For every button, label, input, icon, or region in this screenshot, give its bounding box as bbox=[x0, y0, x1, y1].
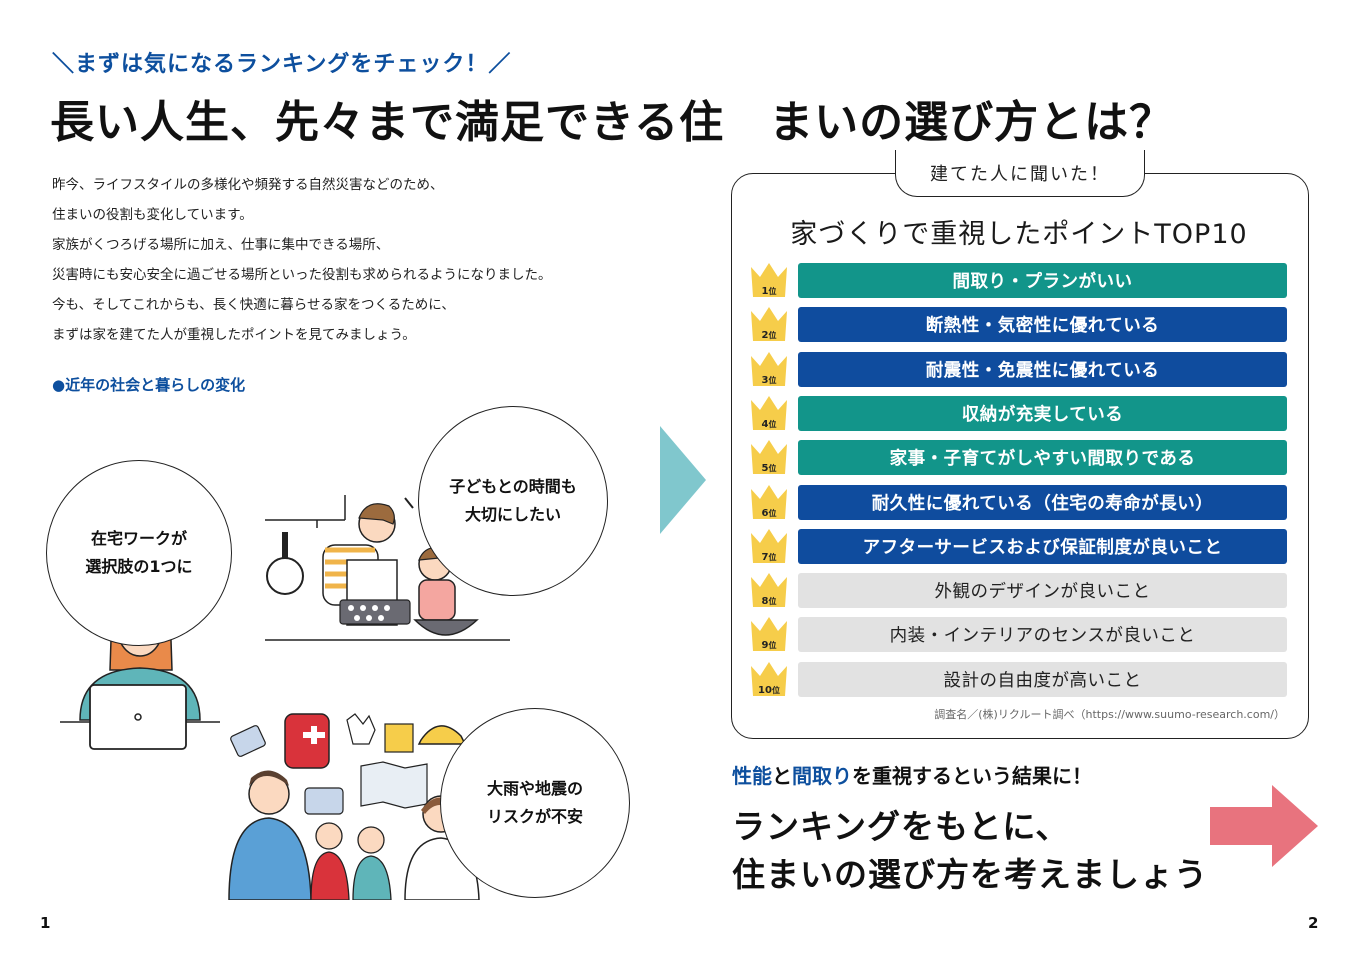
rank-number: 9位 bbox=[748, 640, 790, 651]
bubble-disaster-risk: 大雨や地震の リスクが不安 bbox=[440, 708, 630, 898]
disaster-family-illustration bbox=[228, 713, 480, 900]
intro-line: 家族がくつろげる場所に加え、仕事に集中できる場所、 bbox=[52, 237, 390, 253]
rank-crown-icon: 9位 bbox=[748, 613, 790, 653]
bubble-text-line: 在宅ワークが bbox=[90, 529, 187, 548]
ranking-row: 間取り・プランがいい bbox=[798, 263, 1287, 298]
rank-crown-icon: 5位 bbox=[748, 436, 790, 476]
ranking-row-label: 断熱性・気密性に優れている bbox=[925, 316, 1160, 337]
rank-crown-icon: 3位 bbox=[748, 348, 790, 388]
rank-number: 3位 bbox=[748, 375, 790, 386]
result-line: 性能と間取りを重視するという結果に！ bbox=[732, 760, 1092, 789]
rank-number-value: 4 bbox=[761, 418, 769, 430]
rank-number-value: 8 bbox=[761, 596, 769, 608]
rank-number-value: 3 bbox=[761, 374, 769, 386]
result-highlight: 間取り bbox=[792, 764, 852, 788]
source-note: 調査名／(株)リクルート調べ（https://www.suumo-researc… bbox=[934, 708, 1285, 721]
rank-suffix: 位 bbox=[768, 641, 777, 651]
rank-suffix: 位 bbox=[768, 287, 777, 296]
rank-number: 5位 bbox=[748, 463, 790, 474]
bubble-remote-work: 在宅ワークが 選択肢の1つに bbox=[46, 460, 232, 646]
rank-crown-icon: 10位 bbox=[748, 658, 790, 698]
rank-number: 6位 bbox=[748, 508, 790, 519]
rank-number-value: 6 bbox=[761, 507, 769, 519]
rank-number-value: 5 bbox=[761, 463, 769, 475]
ranking-row: 家事・子育てがしやすい間取りである bbox=[798, 440, 1287, 476]
bubble-text-line: 大切にしたい bbox=[464, 505, 561, 524]
rank-suffix: 位 bbox=[768, 464, 777, 474]
rank-number: 2位 bbox=[748, 330, 790, 341]
bubble-text-line: 子どもとの時間も bbox=[449, 477, 577, 496]
rank-number-value: 9 bbox=[761, 640, 769, 652]
page-title: 長い人生、先々まで満足できる住 まいの選び方とは？ bbox=[50, 97, 1175, 148]
rank-number-value: 10 bbox=[758, 684, 772, 696]
ranking-row: 設計の自由度が高いこと bbox=[798, 661, 1287, 697]
ranking-row: アフターサービスおよび保証制度が良いこと bbox=[798, 528, 1287, 564]
bubble-text-line: リスクが不安 bbox=[486, 807, 583, 826]
next-arrow-icon bbox=[1210, 785, 1318, 867]
kicker-text: ＼まずは気になるランキングをチェック！／ bbox=[52, 52, 512, 77]
ranking-row-label: 外観のデザインが良いこと bbox=[934, 582, 1151, 603]
rank-crown-icon: 4位 bbox=[748, 392, 790, 432]
ranking-row: 収納が充実している bbox=[798, 395, 1287, 431]
ranking-row: 耐久性に優れている（住宅の寿命が長い） bbox=[798, 484, 1287, 520]
page-number-left: 1 bbox=[40, 914, 51, 932]
rank-crown-icon: 6位 bbox=[748, 481, 790, 521]
rank-crown-icon: 7位 bbox=[748, 525, 790, 565]
rank-number: 10位 bbox=[748, 685, 790, 696]
intro-line: 今も、そしてこれからも、長く快適に暮らせる家をつくるために、 bbox=[52, 297, 455, 313]
page-number-right: 2 bbox=[1308, 914, 1319, 932]
bubble-text-line: 選択肢の1つに bbox=[85, 557, 193, 576]
rank-crown-icon: 1位 bbox=[748, 259, 790, 299]
family-cooking-illustration bbox=[265, 490, 510, 641]
section-heading: ●近年の社会と暮らしの変化 bbox=[52, 376, 246, 394]
rank-crown-icon: 2位 bbox=[748, 303, 790, 343]
ranking-row-label: 間取り・プランがいい bbox=[952, 272, 1133, 292]
rank-suffix: 位 bbox=[768, 597, 777, 607]
rank-number: 8位 bbox=[748, 596, 790, 607]
ranking-tab: 建てた人に聞いた！ bbox=[895, 150, 1145, 197]
rank-crown-icon: 8位 bbox=[748, 569, 790, 609]
cta-line: 住まいの選び方を考えましょう bbox=[732, 855, 1208, 894]
rank-suffix: 位 bbox=[768, 375, 777, 385]
rank-suffix: 位 bbox=[768, 331, 777, 341]
rank-number-value: 7 bbox=[761, 551, 769, 563]
ranking-row: 耐震性・免震性に優れている bbox=[798, 351, 1287, 387]
ranking-row: 外観のデザインが良いこと bbox=[798, 573, 1287, 609]
rank-suffix: 位 bbox=[768, 508, 777, 518]
result-text: と bbox=[772, 764, 792, 788]
cta-line: ランキングをもとに、 bbox=[732, 807, 1070, 846]
ranking-row: 断熱性・気密性に優れている bbox=[798, 307, 1287, 343]
ranking-title: 家づくりで重視したポイントTOP10 bbox=[790, 219, 1248, 250]
ranking-row-label: 設計の自由度が高いこと bbox=[943, 670, 1142, 691]
ranking-row: 内装・インテリアのセンスが良いこと bbox=[798, 617, 1287, 653]
intro-line: 住まいの役割も変化しています。 bbox=[52, 207, 253, 223]
intro-line: 昨今、ライフスタイルの多様化や頻発する自然災害などのため、 bbox=[52, 177, 444, 193]
ranking-row-label: 収納が充実している bbox=[961, 404, 1124, 425]
bubble-family-time: 子どもとの時間も 大切にしたい bbox=[418, 406, 608, 596]
ranking-row-label: 耐震性・免震性に優れている bbox=[925, 360, 1160, 381]
intro-paragraph: 昨今、ライフスタイルの多様化や頻発する自然災害などのため、 住まいの役割も変化し… bbox=[52, 170, 552, 350]
ranking-row-label: アフターサービスおよび保証制度が良いこと bbox=[862, 537, 1223, 558]
rank-suffix: 位 bbox=[771, 685, 780, 695]
rank-number-value: 2 bbox=[761, 330, 769, 342]
result-text: を重視するという結果に！ bbox=[852, 764, 1092, 788]
rank-number: 4位 bbox=[748, 419, 790, 430]
ranking-row-label: 家事・子育てがしやすい間取りである bbox=[889, 449, 1196, 470]
rank-number-value: 1 bbox=[761, 286, 769, 297]
rank-number: 7位 bbox=[748, 552, 790, 563]
result-highlight: 性能 bbox=[732, 764, 772, 788]
rank-suffix: 位 bbox=[768, 552, 777, 562]
bubble-text-line: 大雨や地震の bbox=[486, 779, 583, 798]
intro-line: まずは家を建てた人が重視したポイントを見てみましょう。 bbox=[52, 327, 416, 343]
teal-arrow-icon bbox=[660, 426, 706, 534]
ranking-row-label: 耐久性に優れている（住宅の寿命が長い） bbox=[871, 493, 1214, 514]
rank-number: 1位 bbox=[748, 286, 790, 297]
ranking-row-label: 内装・インテリアのセンスが良いこと bbox=[889, 626, 1196, 647]
intro-line: 災害時にも安心安全に過ごせる場所といった役割も求められるようになりました。 bbox=[52, 267, 552, 283]
rank-suffix: 位 bbox=[768, 419, 777, 429]
